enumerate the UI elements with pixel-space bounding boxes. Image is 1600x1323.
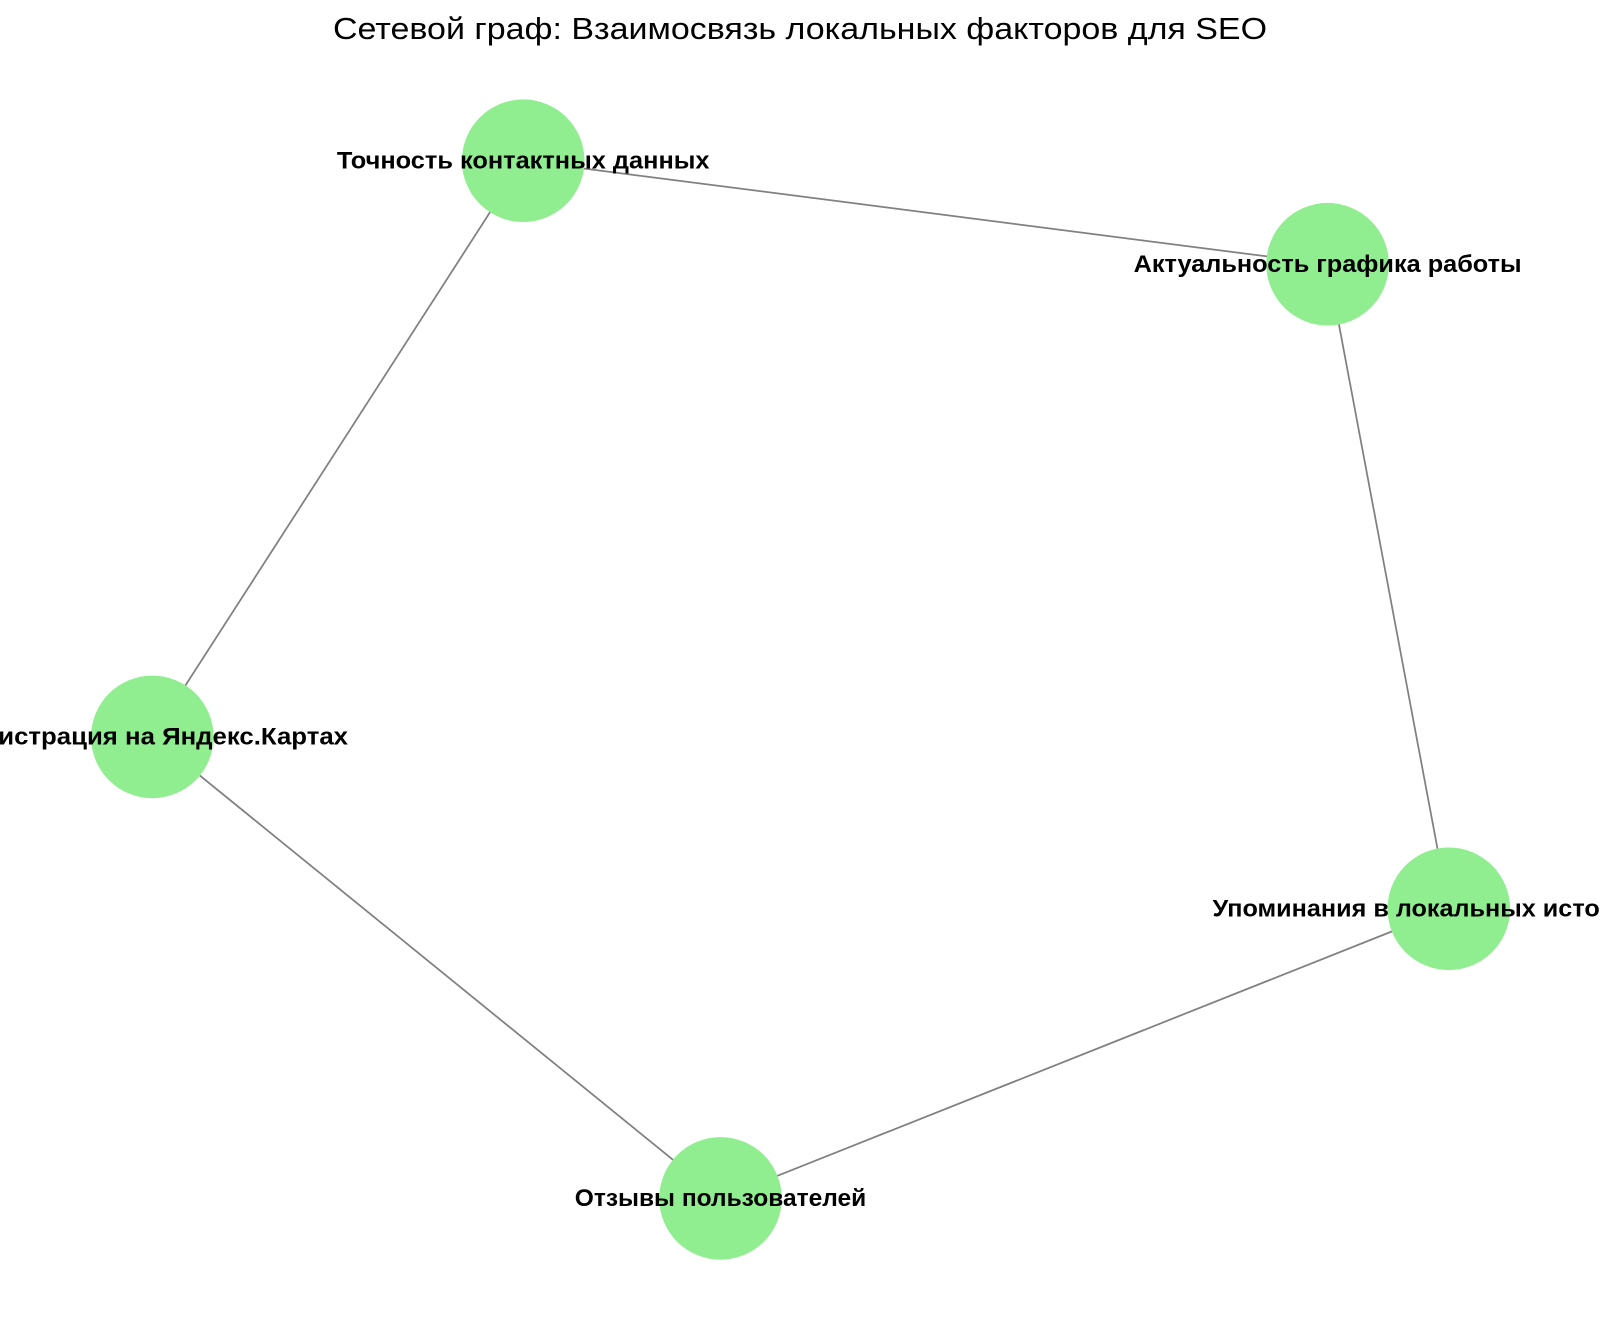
svg-text:Упоминания в локальных источни: Упоминания в локальных источниках xyxy=(1213,895,1600,922)
svg-text:Регистрация на Яндекс.Картах: Регистрация на Яндекс.Картах xyxy=(0,724,348,751)
svg-text:Актуальность графика работы: Актуальность графика работы xyxy=(1134,251,1522,278)
svg-text:Точность контактных данных: Точность контактных данных xyxy=(337,147,710,174)
svg-text:Сетевой граф: Взаимосвязь лока: Сетевой граф: Взаимосвязь локальных факт… xyxy=(333,11,1267,46)
svg-text:Отзывы пользователей: Отзывы пользователей xyxy=(575,1185,867,1212)
